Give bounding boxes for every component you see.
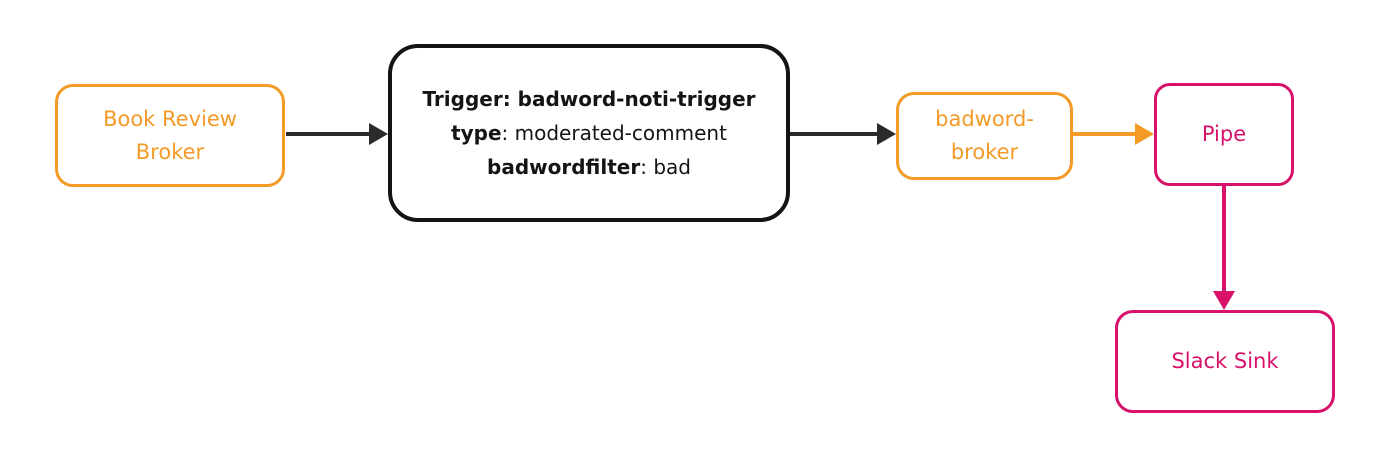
trigger-line-3: badwordfilter: bad [487,155,691,179]
node-label: broker [950,140,1019,164]
arrowhead-right-icon [877,123,896,145]
edge-pipe-to-slack-sink [1213,186,1235,310]
node-slack-sink: Slack Sink [1115,310,1335,413]
edge-shaft [1073,132,1135,136]
node-label: Broker [135,139,205,164]
trigger-line-2: type: moderated-comment [451,121,727,145]
arrowhead-down-icon [1213,291,1235,310]
trigger-line-1: Trigger: badword-noti-trigger [422,87,756,111]
edge-book-review-broker-to-trigger [286,123,388,145]
edge-badword-broker-to-pipe [1073,123,1154,145]
node-label: badword- [935,107,1034,131]
node-label: Slack Sink [1171,349,1279,373]
node-pipe: Pipe [1154,83,1294,186]
edge-shaft [286,132,369,136]
edge-trigger-to-badword-broker [790,123,896,145]
arrowhead-right-icon [369,123,388,145]
node-book-review-broker: Book Review Broker [55,84,285,187]
node-label: Pipe [1201,122,1247,146]
edge-shaft [1222,186,1226,291]
node-label: Book Review [103,106,237,131]
edge-shaft [790,132,877,136]
node-badword-broker: badword- broker [896,92,1073,180]
node-trigger: Trigger: badword-noti-trigger type: mode… [388,44,790,222]
arrowhead-right-icon [1135,123,1154,145]
